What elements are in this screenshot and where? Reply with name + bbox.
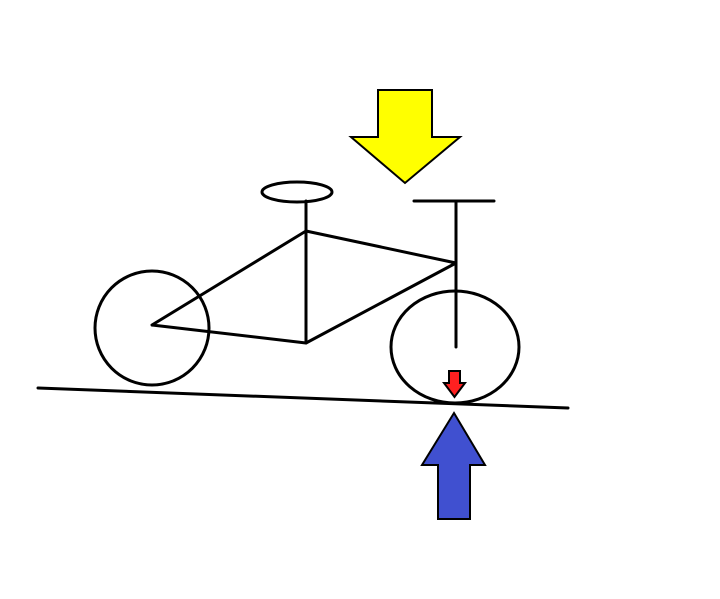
downward-force-arrow (348, 89, 463, 185)
seat (260, 180, 334, 204)
rear-wheel (93, 269, 211, 387)
bicycle-frame (150, 199, 458, 349)
upward-force-arrow (420, 411, 487, 520)
small-downward-arrow (442, 370, 467, 399)
ground-line (36, 386, 570, 410)
frame-main-triangle (150, 229, 458, 345)
